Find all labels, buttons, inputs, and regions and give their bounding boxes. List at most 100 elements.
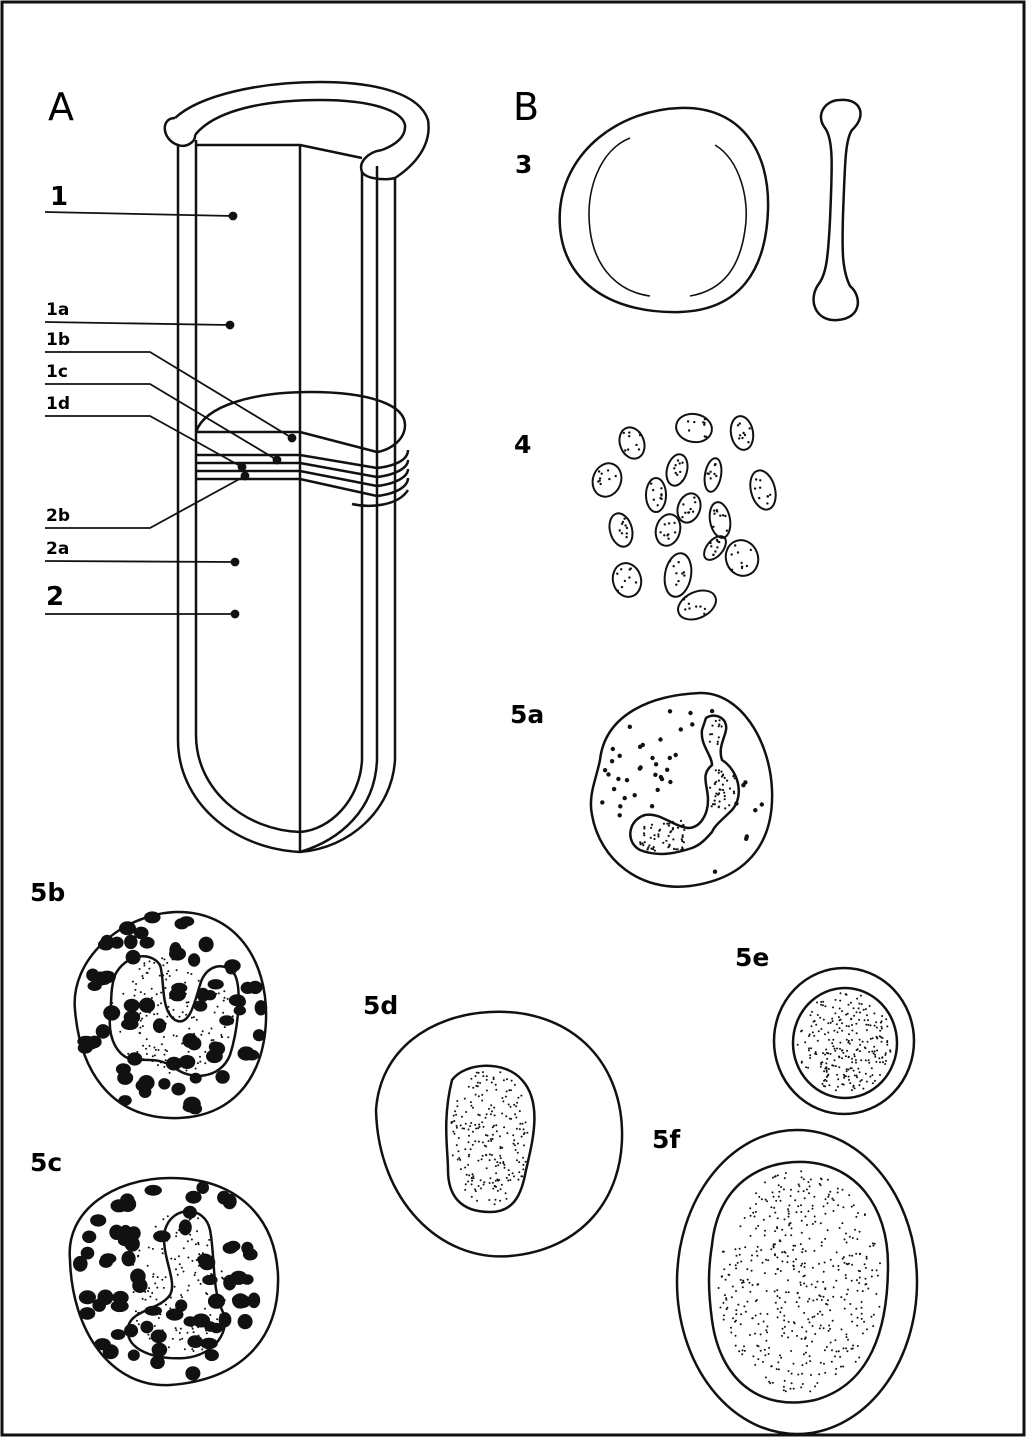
stipple-dot xyxy=(845,1333,847,1335)
stipple-dot xyxy=(512,1134,514,1136)
stipple-dot xyxy=(838,1269,840,1271)
stipple-dot xyxy=(650,848,652,850)
stipple-dot xyxy=(227,998,229,1000)
stipple-dot xyxy=(826,1052,828,1054)
stipple-dot xyxy=(643,832,645,834)
stipple-dot xyxy=(752,1212,754,1214)
stipple-dot xyxy=(811,1284,813,1286)
stipple-dot xyxy=(177,1274,179,1276)
stipple-dot xyxy=(499,1200,501,1202)
stipple-dot xyxy=(628,725,632,729)
granule xyxy=(81,1247,95,1260)
stipple-dot xyxy=(806,1224,808,1226)
stipple-dot xyxy=(756,1345,758,1347)
stipple-dot xyxy=(158,1049,160,1051)
stipple-dot xyxy=(456,1127,458,1129)
stipple-dot xyxy=(823,1363,825,1365)
stipple-dot xyxy=(760,1333,762,1335)
stipple-dot xyxy=(776,1368,778,1370)
granule xyxy=(255,1000,268,1015)
stipple-dot xyxy=(653,499,655,501)
stipple-dot xyxy=(650,483,652,485)
stipple-dot xyxy=(710,709,714,713)
stipple-dot xyxy=(869,1245,871,1247)
stipple-dot xyxy=(157,1276,159,1278)
stipple-dot xyxy=(732,1317,734,1319)
stipple-dot xyxy=(621,532,623,534)
stipple-dot xyxy=(522,1123,524,1125)
stipple-dot xyxy=(769,1215,771,1217)
stipple-dot xyxy=(199,1061,201,1063)
stipple-dot xyxy=(837,1031,839,1033)
stipple-dot xyxy=(846,1350,848,1352)
stipple-dot xyxy=(793,1388,795,1390)
platelet xyxy=(646,478,666,512)
stipple-dot xyxy=(830,1259,832,1261)
stipple-dot xyxy=(793,1321,795,1323)
tube-label-1b: 1b xyxy=(46,332,70,349)
stipple-dot xyxy=(812,1316,814,1318)
stipple-dot xyxy=(693,496,695,498)
stipple-dot xyxy=(166,962,168,964)
stipple-dot xyxy=(724,795,726,797)
stipple-dot xyxy=(735,1267,737,1269)
stipple-dot xyxy=(193,1016,195,1018)
stipple-dot xyxy=(776,1295,778,1297)
stipple-dot xyxy=(754,1364,756,1366)
stipple-dot xyxy=(866,1328,868,1330)
stipple-dot xyxy=(196,1230,198,1232)
stipple-dot xyxy=(682,836,684,838)
stipple-dot xyxy=(491,1110,493,1112)
granule xyxy=(197,988,210,1002)
stipple-dot xyxy=(835,1368,837,1370)
stipple-dot xyxy=(508,1174,510,1176)
stipple-dot xyxy=(665,768,669,772)
granule xyxy=(208,1294,225,1309)
stipple-dot xyxy=(726,1308,728,1310)
stipple-dot xyxy=(714,463,716,465)
stipple-dot xyxy=(211,1039,213,1041)
stipple-dot xyxy=(838,1056,840,1058)
stipple-dot xyxy=(856,1238,858,1240)
granule xyxy=(77,1036,95,1047)
stipple-dot xyxy=(211,1028,213,1030)
stipple-dot xyxy=(643,826,645,828)
stipple-dot xyxy=(494,1203,496,1205)
stipple-dot xyxy=(466,1174,468,1176)
granule xyxy=(166,1057,182,1071)
stipple-dot xyxy=(737,1304,739,1306)
stipple-dot xyxy=(870,1024,872,1026)
stipple-dot xyxy=(848,1069,850,1071)
stipple-dot xyxy=(610,759,614,763)
stipple-dot xyxy=(834,1355,836,1357)
small-lymphocyte-cell xyxy=(774,968,914,1114)
stipple-dot xyxy=(778,1191,780,1193)
stipple-dot xyxy=(493,1078,495,1080)
stipple-dot xyxy=(166,1016,168,1018)
stipple-dot xyxy=(830,1053,832,1055)
stipple-dot xyxy=(832,1265,834,1267)
stipple-dot xyxy=(866,1014,868,1016)
stipple-dot xyxy=(823,1019,825,1021)
stipple-dot xyxy=(160,992,162,994)
stipple-dot xyxy=(179,1332,181,1334)
stipple-dot xyxy=(659,829,661,831)
stipple-dot xyxy=(824,1033,826,1035)
stipple-dot xyxy=(864,1019,866,1021)
stipple-dot xyxy=(812,1223,814,1225)
stipple-dot xyxy=(721,775,723,777)
stipple-dot xyxy=(597,480,599,482)
stipple-dot xyxy=(878,1306,880,1308)
stipple-dot xyxy=(848,1025,850,1027)
granule xyxy=(199,1255,216,1270)
stipple-dot xyxy=(769,1382,771,1384)
stipple-dot xyxy=(140,1312,142,1314)
stipple-dot xyxy=(810,1374,812,1376)
stipple-dot xyxy=(186,1002,188,1004)
stipple-dot xyxy=(731,553,733,555)
stipple-dot xyxy=(829,1328,831,1330)
stipple-dot xyxy=(760,1249,762,1251)
stipple-dot xyxy=(179,1016,181,1018)
stipple-dot xyxy=(826,1069,828,1071)
stipple-dot xyxy=(482,1071,484,1073)
